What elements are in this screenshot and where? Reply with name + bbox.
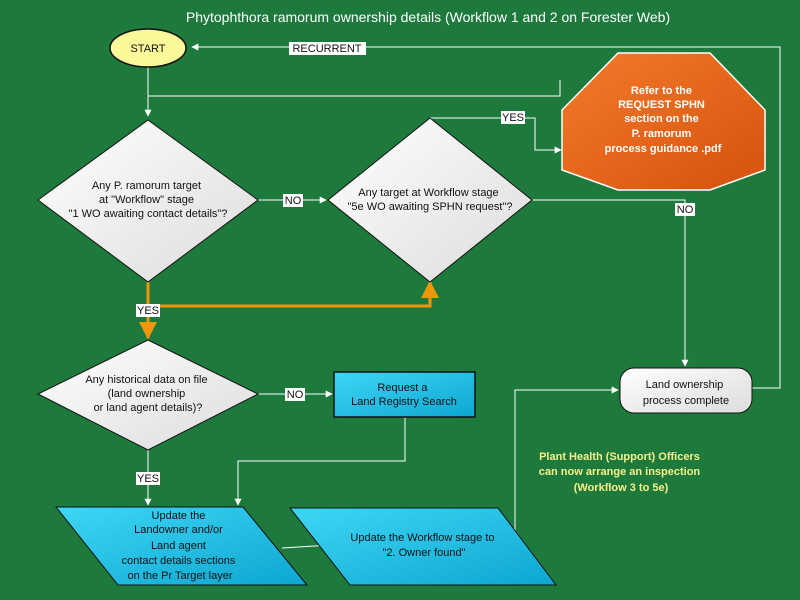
connector-orange-loop — [148, 280, 439, 308]
label-yes-1-bg — [501, 111, 525, 124]
connector-top-loop — [148, 80, 561, 97]
label-recurrent: RECURRENT — [292, 43, 361, 55]
request-land-registry-text: Request a Land Registry Search — [351, 382, 457, 408]
decision-3-text: Any historical data on file (land owners… — [85, 374, 210, 414]
label-yes-1: YES — [502, 112, 524, 124]
connector-d2-refer — [430, 117, 562, 154]
update-landowner-text: Update the Landowner and/or Land agent c… — [122, 510, 239, 582]
connector-d2-complete — [532, 199, 689, 367]
decision-1-text: Any P. ramorum target at "Workflow" stag… — [69, 180, 228, 220]
connector-workflow-complete — [514, 386, 619, 543]
label-yes-3-bg — [136, 472, 160, 485]
label-yes-2: YES — [137, 305, 159, 317]
update-workflow-text: Update the Workflow stage to "2. Owner f… — [350, 532, 497, 559]
label-no-1-bg — [283, 194, 303, 207]
decision-2-text: Any target at Workflow stage "5e WO awai… — [348, 187, 513, 213]
connector-request-update — [234, 417, 406, 506]
decision-1-node — [37, 119, 259, 283]
update-landowner-node — [54, 506, 309, 586]
decision-3-node — [36, 339, 260, 451]
label-no-1: NO — [285, 195, 302, 207]
label-yes-3: YES — [137, 473, 159, 485]
refer-guidance-node — [561, 52, 766, 191]
refer-guidance-text: Refer to the REQUEST SPHN section on the… — [605, 85, 722, 155]
connector-recurrent — [191, 43, 781, 389]
label-recurrent-bg — [289, 42, 366, 55]
update-workflow-node — [288, 507, 558, 586]
label-yes-2-bg — [136, 304, 160, 317]
label-no-3-bg — [285, 388, 305, 401]
process-complete-text: Land ownership process complete — [643, 379, 729, 407]
process-complete-node — [619, 367, 753, 414]
label-no-3: NO — [287, 389, 304, 401]
label-no-2: NO — [677, 204, 694, 216]
start-label: START — [130, 43, 165, 55]
start-node — [109, 28, 187, 68]
decision-2-node — [327, 117, 533, 283]
inspection-note: Plant Health (Support) Officers can now … — [539, 451, 703, 494]
request-land-registry-node — [333, 371, 476, 418]
label-no-2-bg — [675, 203, 695, 216]
diagram-title: Phytophthora ramorum ownership details (… — [186, 9, 670, 25]
